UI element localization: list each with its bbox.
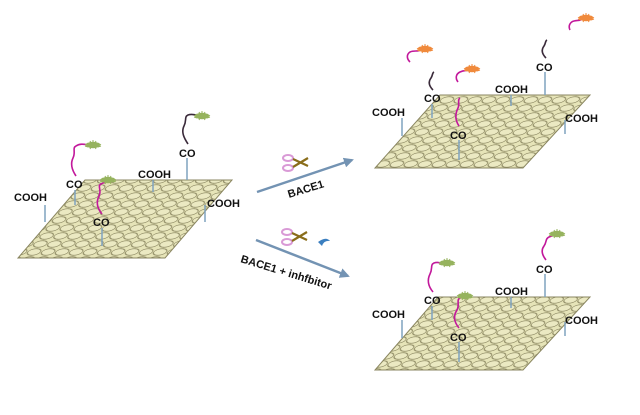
peptide-chain — [455, 97, 461, 127]
cooh-label: COOH — [372, 107, 405, 119]
green-quencher-icon — [548, 229, 566, 239]
co-label: CO — [179, 148, 196, 160]
graphene-sheet-top-right — [373, 94, 592, 169]
co-label: CO — [450, 332, 467, 344]
co-label: CO — [450, 130, 467, 142]
green-quencher-icon — [438, 258, 456, 268]
cooh-label: COOH — [14, 192, 47, 204]
peptide-chain — [427, 261, 446, 293]
peptide-chain — [541, 234, 557, 261]
peptide-fragment — [568, 18, 583, 31]
cooh-label: COOH — [207, 198, 240, 210]
peptide-chain — [428, 71, 435, 91]
co-label: CO — [536, 264, 553, 276]
arrow-icon — [255, 238, 350, 278]
peptide-fragment — [406, 49, 421, 63]
orange-fluorophore-icon — [577, 13, 595, 23]
inhibitor-icon — [318, 238, 330, 246]
cooh-label: COOH — [138, 169, 171, 181]
orange-fluorophore-icon — [463, 64, 481, 74]
arrow-label-bace1: BACE1 — [286, 178, 325, 200]
bottom-right-sheet-group: COOH COOH COOH CO CO CO — [372, 229, 598, 371]
arrow-icon — [256, 157, 354, 194]
scissors-icon — [281, 228, 308, 246]
arrow-top-group: BACE1 — [256, 154, 354, 201]
peptide-chain — [181, 113, 202, 145]
co-label: CO — [66, 179, 83, 191]
green-quencher-icon — [456, 291, 474, 301]
co-label: CO — [424, 93, 441, 105]
cooh-label: COOH — [495, 286, 528, 298]
peptide-chain — [70, 143, 93, 177]
cooh-label: COOH — [565, 315, 598, 327]
co-label: CO — [93, 217, 110, 229]
arrow-bottom-group: BACE1 + inhfbitor — [239, 228, 350, 293]
peptide-fragment — [455, 69, 469, 83]
orange-fluorophore-icon — [416, 44, 434, 54]
green-quencher-icon — [193, 111, 211, 121]
cooh-label: COOH — [372, 309, 405, 321]
arrow-label-bace1-inhibitor: BACE1 + inhfbitor — [239, 253, 333, 292]
left-sheet-group: COOH COOH COOH CO CO CO — [14, 111, 240, 259]
cooh-label: COOH — [495, 84, 528, 96]
green-quencher-icon — [99, 175, 117, 185]
green-quencher-icon — [84, 140, 102, 150]
co-label: CO — [424, 295, 441, 307]
scissors-icon — [282, 154, 309, 172]
top-right-sheet-group: COOH COOH COOH CO CO CO — [372, 13, 598, 169]
graphene-sheet-bottom-right — [373, 296, 592, 371]
peptide-chain — [541, 39, 548, 59]
graphene-sheet-left — [16, 179, 234, 259]
cooh-label: COOH — [565, 113, 598, 125]
co-label: CO — [536, 62, 553, 74]
